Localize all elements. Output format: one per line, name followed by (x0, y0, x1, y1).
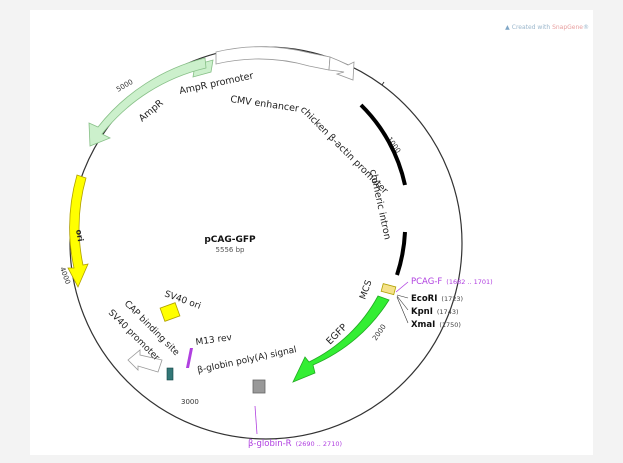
cmv-enhancer-arrow (215, 46, 331, 71)
ori-arrow (67, 174, 89, 288)
label-m13-rev: M13 rev (195, 333, 233, 348)
tick-5000: 5000 (115, 78, 134, 94)
label-cmv-enhancer: CMV enhancer (230, 94, 300, 115)
pcag-f-leader (395, 281, 409, 293)
tick-label-5000: 5000 (115, 78, 134, 94)
m13-rev-primer (186, 348, 193, 368)
xmai-leader (396, 296, 409, 324)
label-ampr-promoter: AmpR promoter (178, 70, 254, 96)
map-canvas: ▲Created with SnapGene® 1000 2000 3000 4… (30, 10, 593, 455)
beta-globin-r-leader (254, 405, 258, 435)
site-pcag-f: PCAG-F(1682 .. 1701) (411, 277, 493, 287)
label-ori: ori (74, 229, 85, 243)
label-mcs: MCS (358, 279, 374, 301)
kpni-leader (396, 295, 409, 311)
site-xmai: XmaI(1750) (411, 320, 461, 330)
site-kpni: KpnI(1743) (411, 307, 459, 317)
tick-3000: 3000 (181, 398, 199, 406)
ampr-arrow (88, 57, 207, 147)
beta-globin-signal-box (252, 379, 266, 394)
site-beta-globin-r: β-globin-R(2690 .. 2710) (248, 439, 342, 449)
chicken-promoter-arrow (328, 56, 355, 81)
snapgene-logo-icon: ▲ (505, 24, 510, 31)
tick-label-3000: 3000 (181, 398, 199, 406)
plasmid-map: 1000 2000 3000 4000 5000 (58, 46, 493, 449)
ecori-leader (396, 294, 409, 299)
egfp-arrow (292, 295, 390, 383)
plasmid-size: 5556 bp (216, 246, 245, 254)
label-chimeric-intron: chimeric intron (367, 168, 393, 240)
chimeric-intron-arc (359, 103, 407, 186)
plasmid-name: pCAG-GFP (204, 235, 256, 245)
cap-binding-box (166, 367, 174, 381)
label-beta-globin-signal: β-globin poly(A) signal (197, 345, 298, 376)
tick-2000: 2000 (371, 323, 388, 342)
sv40-ori-box (159, 302, 181, 322)
chimeric-intron-arc-lower (395, 231, 407, 276)
tick-label-2000: 2000 (371, 323, 388, 342)
site-ecori: EcoRI(1723) (411, 294, 463, 304)
sv40-promoter-arrow (127, 349, 163, 373)
label-ampr: AmpR (137, 97, 166, 124)
mcs-box (380, 283, 397, 296)
snapgene-watermark: ▲Created with SnapGene® (505, 24, 589, 31)
